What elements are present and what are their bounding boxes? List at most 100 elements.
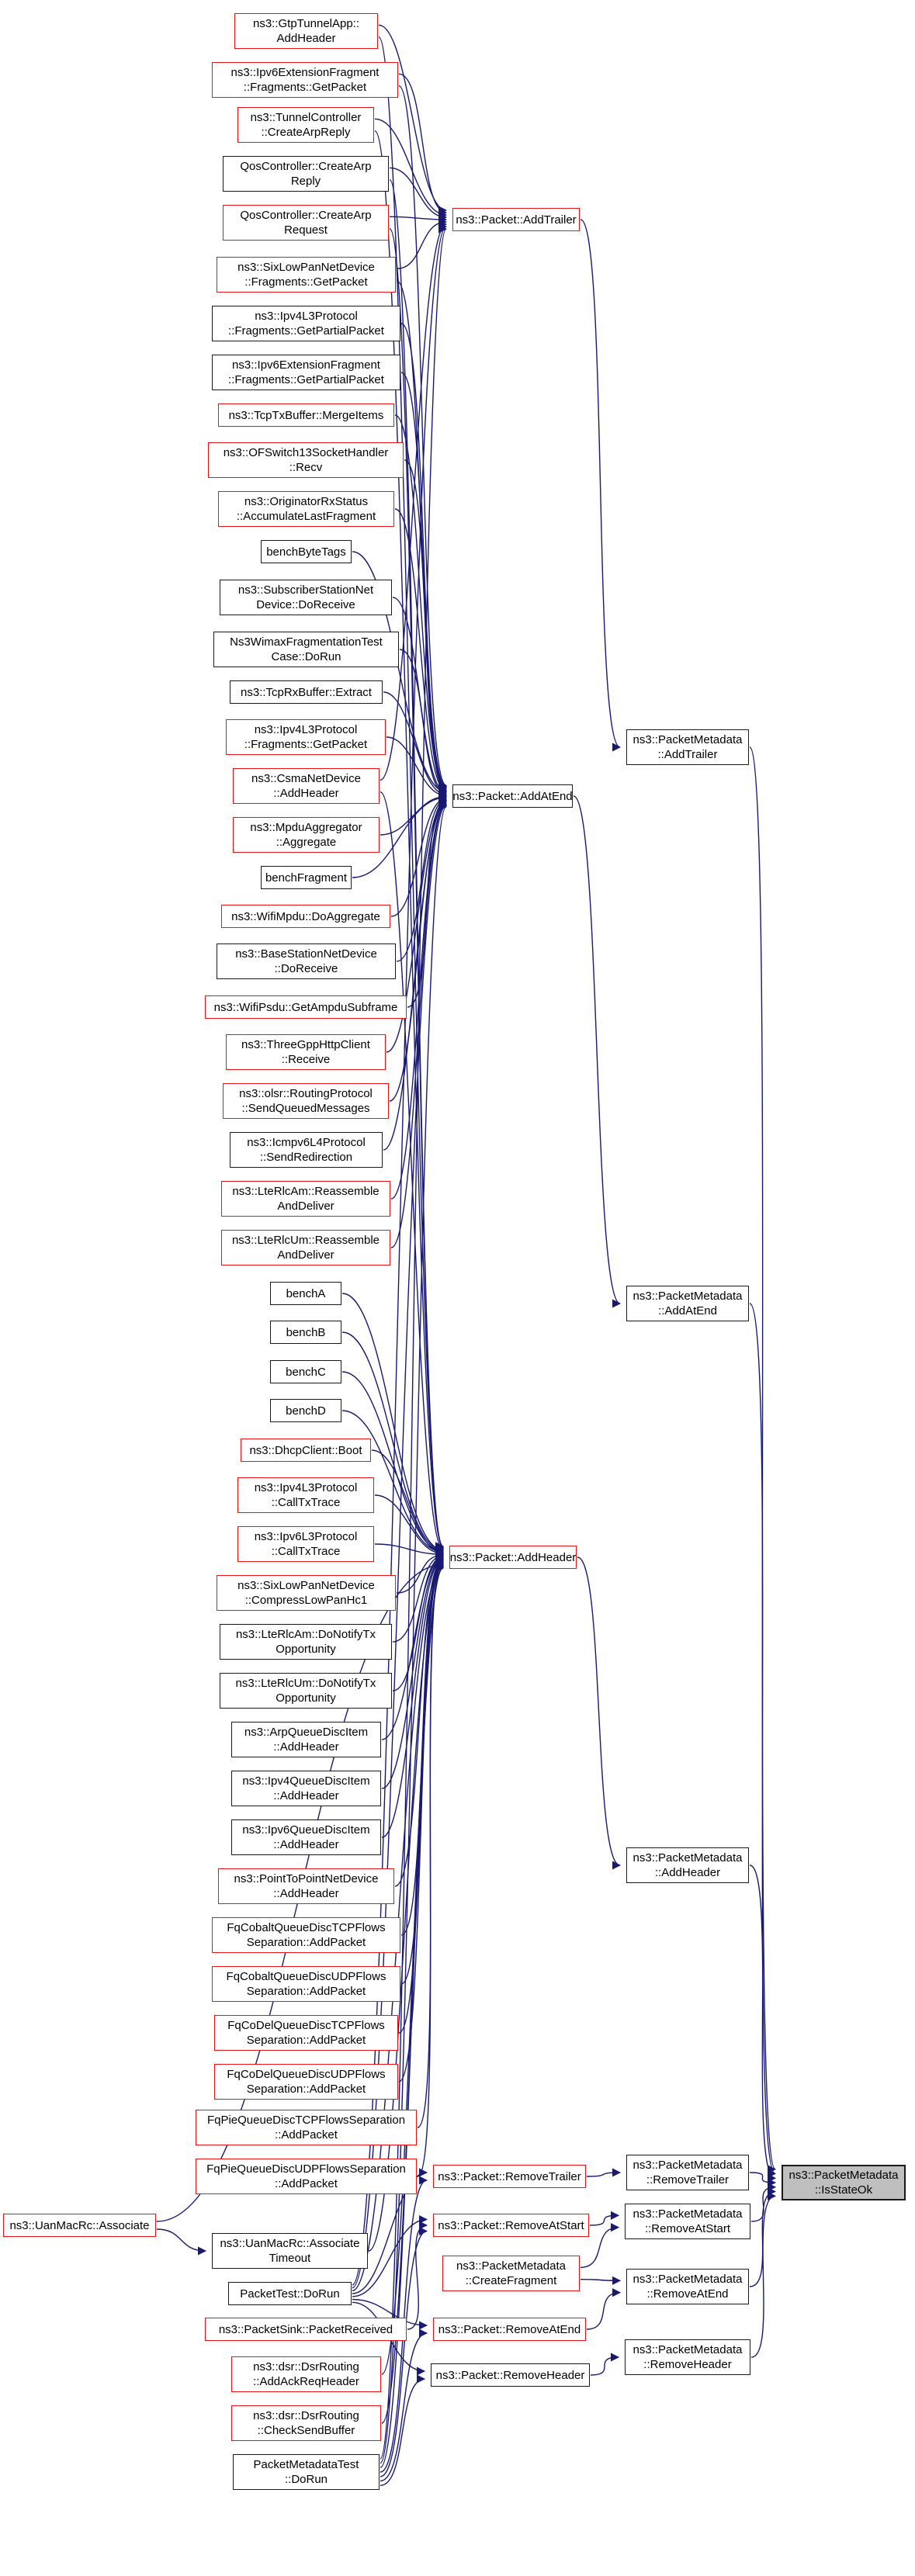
node-benchc[interactable]: benchC — [270, 1360, 341, 1383]
node-ns3-packet-removeheader[interactable]: ns3::Packet::RemoveHeader — [431, 2363, 590, 2387]
node-ns3-packet-removeatstart[interactable]: ns3::Packet::RemoveAtStart — [433, 2214, 589, 2237]
node-label-line: Separation::AddPacket — [246, 1936, 366, 1949]
node-ns3-packetmetadata-removetrailer[interactable]: ns3::PacketMetadata::RemoveTrailer — [626, 2155, 749, 2190]
node-packetmetadatatest-dorun[interactable]: PacketMetadataTest::DoRun — [233, 2454, 380, 2490]
node-ns3-dsr-dsrrouting-checksendbuffer[interactable]: ns3::dsr::DsrRouting::CheckSendBuffer — [231, 2405, 381, 2441]
node-label-line: ::AccumulateLastFragment — [236, 510, 376, 523]
node-ns3-mpduaggregator-aggregate[interactable]: ns3::MpduAggregator::Aggregate — [233, 817, 380, 853]
node-label-line: ::CreateArpReply — [261, 126, 351, 139]
node-ns3-ipv6extensionfragment-fragments-getpartialpacket[interactable]: ns3::Ipv6ExtensionFragment::Fragments::G… — [212, 355, 400, 390]
node-ns3-ipv6extensionfragment-fragments-getpacket[interactable]: ns3::Ipv6ExtensionFragment::Fragments::G… — [212, 62, 398, 98]
node-ns3-packet-addheader[interactable]: ns3::Packet::AddHeader — [449, 1546, 577, 1569]
node-ns3-basestationnetdevice-doreceive[interactable]: ns3::BaseStationNetDevice::DoReceive — [217, 943, 396, 979]
node-fqpiequeuediscudpflowsseparation-addpacket[interactable]: FqPieQueueDiscUDPFlowsSeparation::AddPac… — [196, 2159, 417, 2194]
node-ns3-packetmetadata-createfragment[interactable]: ns3::PacketMetadata::CreateFragment — [442, 2256, 580, 2291]
node-label-line: Separation::AddPacket — [246, 1985, 366, 1998]
node-label-line: ::Fragments::GetPacket — [244, 738, 368, 751]
node-benchd[interactable]: benchD — [270, 1399, 341, 1422]
node-ns3-ipv4l3protocol-fragments-getpartialpacket[interactable]: ns3::Ipv4L3Protocol::Fragments::GetParti… — [212, 306, 400, 341]
node-ns3-packetsink-packetreceived[interactable]: ns3::PacketSink::PacketReceived — [205, 2318, 407, 2341]
node-ns3-packetmetadata-addheader[interactable]: ns3::PacketMetadata::AddHeader — [626, 1847, 749, 1883]
node-ns3-ipv6l3protocol-calltxtrace[interactable]: ns3::Ipv6L3Protocol::CallTxTrace — [237, 1526, 374, 1562]
node-ns3-packetmetadata-addatend[interactable]: ns3::PacketMetadata::AddAtEnd — [626, 1286, 749, 1321]
node-benchfragment[interactable]: benchFragment — [261, 866, 352, 889]
node-packettest-dorun[interactable]: PacketTest::DoRun — [228, 2282, 352, 2305]
node-ns3-packetmetadata-addtrailer[interactable]: ns3::PacketMetadata::AddTrailer — [626, 729, 749, 765]
node-ns3-sixlowpannetdevice-compresslowpanhc1[interactable]: ns3::SixLowPanNetDevice::CompressLowPanH… — [217, 1575, 396, 1611]
node-label-line: FqPieQueueDiscUDPFlowsSeparation — [206, 2162, 406, 2176]
node-bencha[interactable]: benchA — [270, 1282, 341, 1305]
node-label-line: ns3::dsr::DsrRouting — [253, 2409, 359, 2422]
node-label-line: ::AddHeader — [273, 1838, 339, 1851]
node-ns3-originatorrxstatus-accumulatelastfragment[interactable]: ns3::OriginatorRxStatus::AccumulateLastF… — [218, 491, 394, 527]
node-ns3-tcptxbuffer-mergeitems[interactable]: ns3::TcpTxBuffer::MergeItems — [218, 403, 394, 427]
node-label-line: ns3::Packet::RemoveTrailer — [438, 2169, 581, 2183]
node-label-line: ::AddAtEnd — [658, 1304, 717, 1317]
node-ns3-ipv4l3protocol-calltxtrace[interactable]: ns3::Ipv4L3Protocol::CallTxTrace — [237, 1477, 374, 1513]
node-ns3-packet-addatend[interactable]: ns3::Packet::AddAtEnd — [452, 784, 573, 808]
node-ns3-packet-addtrailer[interactable]: ns3::Packet::AddTrailer — [452, 208, 580, 231]
node-fqpiequeuedisctcpflowsseparation-addpacket[interactable]: FqPieQueueDiscTCPFlowsSeparation::AddPac… — [196, 2110, 417, 2145]
node-label-line: ns3::Ipv4L3Protocol — [254, 723, 358, 736]
node-benchb[interactable]: benchB — [270, 1321, 341, 1344]
node-ns3-ipv6queuediscitem-addheader[interactable]: ns3::Ipv6QueueDiscItem::AddHeader — [231, 1819, 381, 1855]
node-ns3-dsr-dsrrouting-addackreqheader[interactable]: ns3::dsr::DsrRouting::AddAckReqHeader — [231, 2356, 381, 2392]
node-ns3-arpqueuediscitem-addheader[interactable]: ns3::ArpQueueDiscItem::AddHeader — [231, 1722, 381, 1757]
node-ns3-olsr-routingprotocol-sendqueuedmessages[interactable]: ns3::olsr::RoutingProtocol::SendQueuedMe… — [223, 1083, 389, 1119]
edge-m6-r5 — [580, 2223, 620, 2268]
node-ns3-tcprxbuffer-extract[interactable]: ns3::TcpRxBuffer::Extract — [230, 680, 383, 704]
node-label-line: QosController::CreateArp — [240, 160, 372, 173]
edge-n12-m2 — [352, 551, 448, 797]
edge-n16-m2 — [386, 736, 448, 800]
node-ns3-csmanetdevice-addheader[interactable]: ns3::CsmaNetDevice::AddHeader — [233, 768, 380, 804]
node-ns3-packet-removeatend[interactable]: ns3::Packet::RemoveAtEnd — [433, 2318, 586, 2341]
node-label-line: Device::DoReceive — [256, 598, 355, 611]
node-ns3-pointtopointnetdevice-addheader[interactable]: ns3::PointToPointNetDevice::AddHeader — [218, 1868, 394, 1904]
node-ns3-gtptunnelapp-addheader[interactable]: ns3::GtpTunnelApp::AddHeader — [234, 13, 378, 49]
edge-r2-t — [749, 1303, 777, 2178]
node-ns3-icmpv6l4protocol-sendredirection[interactable]: ns3::Icmpv6L4Protocol::SendRedirection — [230, 1132, 383, 1168]
node-ns3-tunnelcontroller-createarpreply[interactable]: ns3::TunnelController::CreateArpReply — [237, 107, 374, 143]
node-ns3-ipv4l3protocol-fragments-getpacket[interactable]: ns3::Ipv4L3Protocol::Fragments::GetPacke… — [226, 719, 386, 755]
node-label-line: FqPieQueueDiscTCPFlowsSeparation — [206, 2114, 406, 2127]
node-ns3-packetmetadata-removeheader[interactable]: ns3::PacketMetadata::RemoveHeader — [625, 2339, 750, 2375]
node-label-line: ns3::ThreeGppHttpClient — [241, 1038, 370, 1051]
node-label-line: ns3::CsmaNetDevice — [251, 772, 361, 785]
edge-n54-m3 — [380, 1563, 445, 2468]
node-label-line: ns3::WifiPsdu::GetAmpduSubframe — [213, 1000, 398, 1014]
node-ns3-packetmetadata-removeatstart[interactable]: ns3::PacketMetadata::RemoveAtStart — [625, 2204, 750, 2239]
node-ns3-ofswitch13sockethandler-recv[interactable]: ns3::OFSwitch13SocketHandler::Recv — [208, 442, 404, 478]
node-label-line: ::Fragments::GetPacket — [244, 275, 368, 289]
node-label-line: AndDeliver — [277, 1200, 334, 1213]
edge-m4-r4 — [586, 2168, 622, 2177]
node-ns3-uanmacrc-associate[interactable]: ns3::UanMacRc::Associate — [3, 2214, 156, 2237]
node-benchbytetags[interactable]: benchByteTags — [261, 540, 352, 563]
edge-n7-m2 — [400, 323, 448, 792]
node-ns3-packet-removetrailer[interactable]: ns3::Packet::RemoveTrailer — [433, 2165, 586, 2188]
node-label-line: ns3::dsr::DsrRouting — [253, 2360, 359, 2373]
node-label-line: benchFragment — [265, 871, 348, 885]
node-label-line: ns3::OFSwitch13SocketHandler — [223, 446, 389, 459]
node-ns3-packetmetadata-removeatend[interactable]: ns3::PacketMetadata::RemoveAtEnd — [626, 2269, 749, 2304]
edge-n50-m7 — [352, 2298, 428, 2330]
node-ns3-ipv4queuediscitem-addheader[interactable]: ns3::Ipv4QueueDiscItem::AddHeader — [231, 1771, 381, 1806]
node-ns3-wifimpdu-doaggregate[interactable]: ns3::WifiMpdu::DoAggregate — [221, 905, 390, 928]
node-ns3-dhcpclient-boot[interactable]: ns3::DhcpClient::Boot — [241, 1439, 371, 1462]
node-ns3-threegpphttpclient-receive[interactable]: ns3::ThreeGppHttpClient::Receive — [226, 1034, 386, 1070]
node-ns3-wifipsdu-getampdusubframe[interactable]: ns3::WifiPsdu::GetAmpduSubframe — [205, 995, 407, 1019]
node-ns3-sixlowpannetdevice-fragments-getpacket[interactable]: ns3::SixLowPanNetDevice::Fragments::GetP… — [217, 257, 396, 293]
